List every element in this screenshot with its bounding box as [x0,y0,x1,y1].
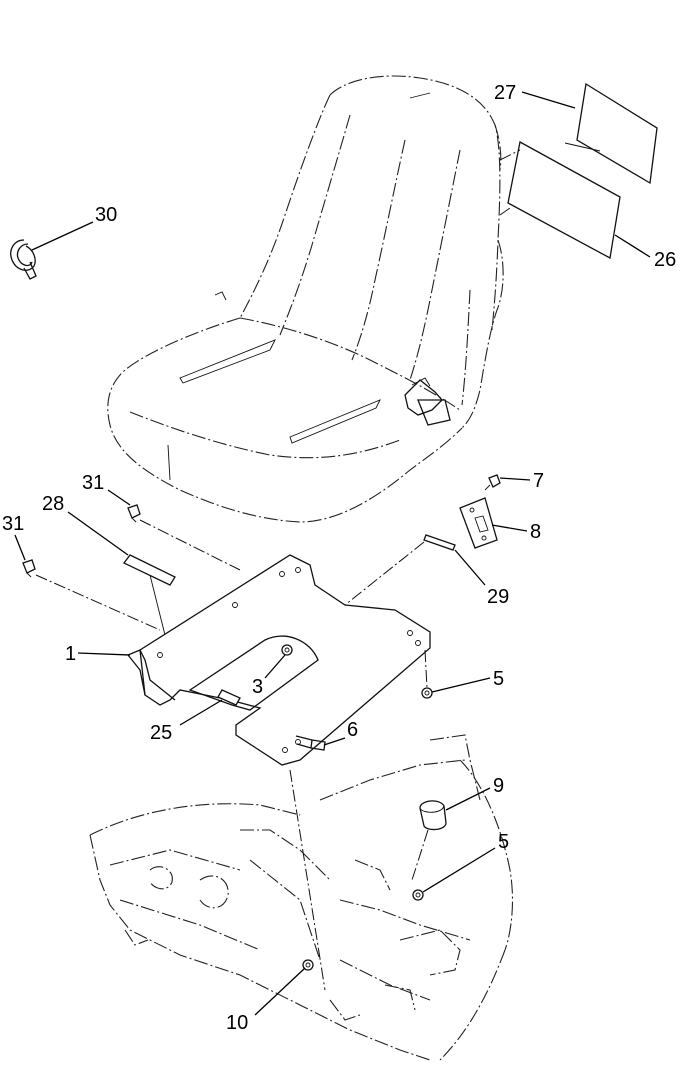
callout-7: 7 [533,470,544,492]
decal-guide-line [499,149,521,161]
callout-31-upper: 31 [82,472,104,494]
seat-outline [107,75,504,523]
callout-5-lower: 5 [498,831,509,853]
spacer-guide-line [344,541,425,606]
leader-5-lower [422,847,496,893]
leader-7 [499,477,531,481]
decal-guide-line [499,207,511,216]
callout-28: 28 [42,493,64,515]
callout-31-left: 31 [2,513,24,535]
nut-5-lower [412,889,424,901]
chassis-frame [89,734,513,1061]
leader-28 [67,511,129,556]
leader-10 [254,967,306,1016]
nut-5-right [421,687,433,699]
leader-26 [614,234,651,258]
callout-29: 29 [487,586,509,608]
leader-25 [179,699,223,726]
cable-tie-30 [10,239,37,280]
decal-26 [507,141,621,260]
nut-guide-line [424,649,428,689]
leader-31-upper [107,489,131,506]
bumper-9 [419,800,447,831]
callout-26: 26 [654,249,676,271]
callout-3: 3 [252,676,263,698]
nut-10 [302,959,314,971]
bolt-31-upper [127,504,141,523]
bolt-6 [295,735,326,751]
leader-3 [264,654,286,679]
spacer-29 [423,534,456,551]
bracket-8 [459,497,498,549]
leader-5-right [431,677,491,693]
leader-1 [77,652,131,656]
leader-6 [323,737,346,746]
frame-guide-line [289,769,326,991]
bolt-guide-line [139,519,241,571]
callout-8: 8 [530,521,541,543]
decal-25 [217,689,241,706]
leader-9 [445,787,491,811]
decal-guide-line [564,142,601,152]
leader-27 [521,91,576,109]
decal-28 [123,554,176,586]
bolt-7 [484,474,501,491]
seat-mount-plate-1 [126,554,431,766]
bolt-31-left [22,559,36,578]
callout-10: 10 [226,1012,248,1034]
callout-30: 30 [95,204,117,226]
bumper-guide-line [411,829,429,881]
nut-3 [281,644,293,656]
callout-1: 1 [65,643,76,665]
leader-31-left [14,534,26,561]
callout-25: 25 [150,722,172,744]
callout-5-right: 5 [493,668,504,690]
decal-27 [576,82,658,185]
leader-8 [491,524,528,532]
callout-9: 9 [493,775,504,797]
callout-27: 27 [494,82,516,104]
leader-29 [454,549,486,586]
bolt-guide-line [35,574,161,631]
callout-6: 6 [347,719,358,741]
leader-30 [31,221,94,251]
